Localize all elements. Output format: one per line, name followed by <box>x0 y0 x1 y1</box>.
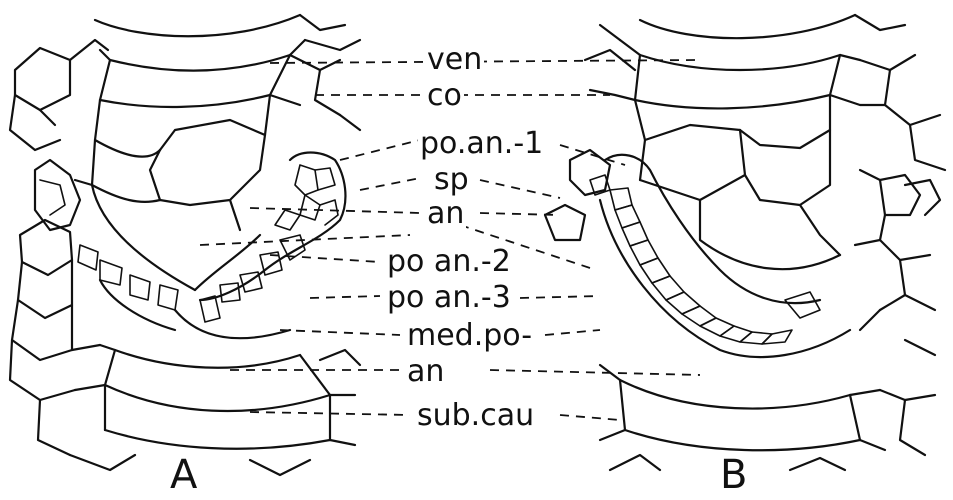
label-an-lower: an <box>405 356 446 388</box>
panel-b-drawing <box>545 15 945 470</box>
label-po-an-1: po.an.-1 <box>418 128 545 160</box>
panel-label-a: A <box>170 452 197 498</box>
label-an-upper: an <box>425 198 466 230</box>
label-sp: sp <box>432 164 471 196</box>
label-med-po: med.po- <box>405 320 534 352</box>
label-po-an-3: po an.-3 <box>385 282 513 314</box>
panel-a-drawing <box>10 15 360 475</box>
panel-label-b: B <box>720 452 747 498</box>
leader-lines <box>200 60 700 420</box>
label-sub-cau: sub.cau <box>415 400 536 432</box>
label-po-an-2: po an.-2 <box>385 246 513 278</box>
label-ven: ven <box>425 44 484 76</box>
label-co: co <box>425 80 464 112</box>
